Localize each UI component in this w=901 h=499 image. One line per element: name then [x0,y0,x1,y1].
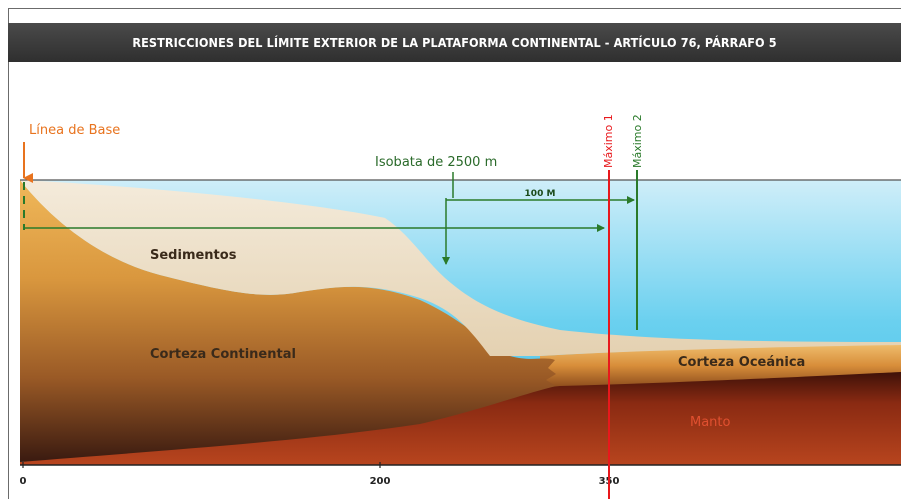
oceanic-crust-label: Corteza Oceánica [678,355,805,370]
frame-top-line [8,8,901,9]
title-bar: RESTRICCIONES DEL LÍMITE EXTERIOR DE LA … [8,23,901,62]
baseline-label: Línea de Base [29,123,120,138]
isobath-label: Isobata de 2500 m [375,155,497,170]
continental-crust-layer [20,180,556,462]
axis-label-200: 200 [370,476,391,487]
mantle-layer [20,370,901,465]
100m-label: 100 M [525,189,556,199]
diagram-title: RESTRICCIONES DEL LÍMITE EXTERIOR DE LA … [132,35,777,50]
oceanic-crust-layer [540,343,901,388]
frame-left-line [8,8,9,499]
sediments-label: Sedimentos [150,248,237,263]
max1-label: Máximo 1 [602,114,615,168]
sediment-layer [20,180,901,356]
continental-crust-label: Corteza Continental [150,347,296,362]
mantle-label: Manto [690,415,731,430]
axis-label-0: 0 [20,476,27,487]
max2-label: Máximo 2 [631,114,644,168]
